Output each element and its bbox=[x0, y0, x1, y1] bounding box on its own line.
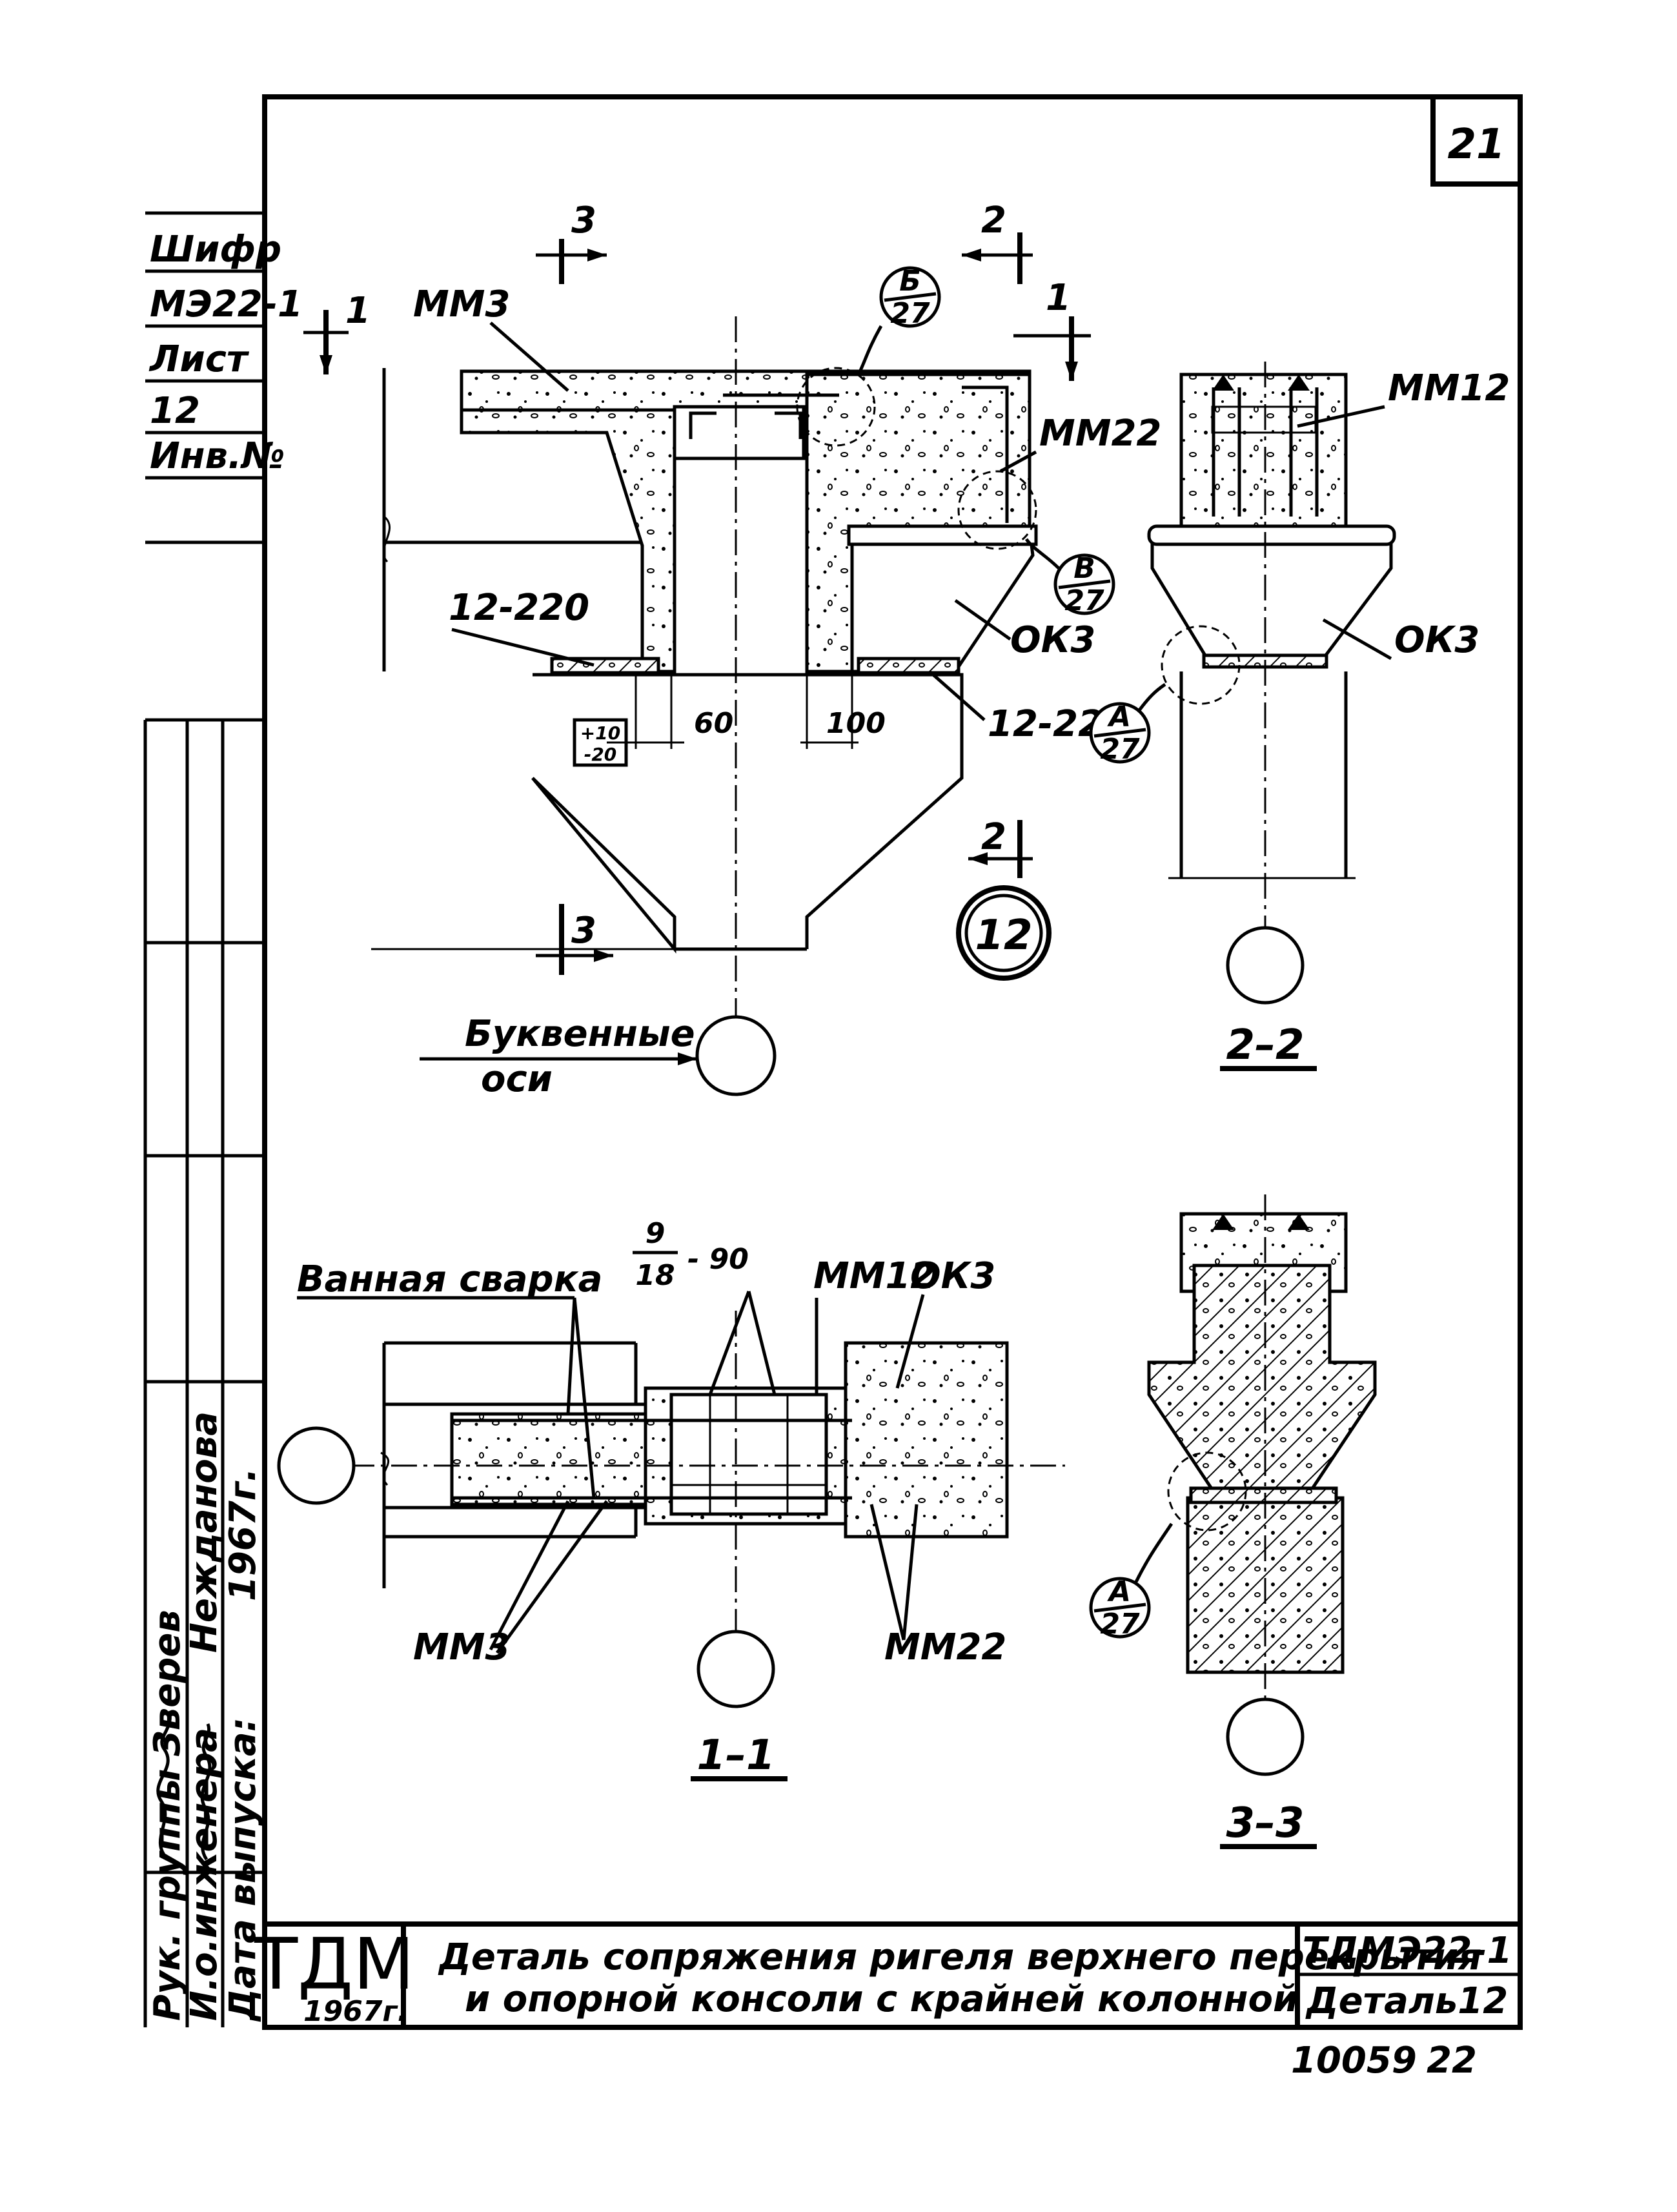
tol-plus: +10 bbox=[580, 722, 620, 744]
label-ok3-plan: ОК3 bbox=[1010, 619, 1095, 661]
drawing-code: ТДМЭ22-1 bbox=[1302, 1930, 1512, 1972]
row1-label: Рук. группы bbox=[147, 1769, 188, 2021]
axis-bubble-33 bbox=[1226, 1697, 1305, 1776]
section-2-2: ММ12 ОК3 А 27 2–2 bbox=[1089, 362, 1510, 1071]
label-mm22: ММ22 bbox=[1039, 413, 1161, 455]
svg-text:3: 3 bbox=[571, 200, 596, 241]
row1-name: Зверев bbox=[147, 1610, 188, 1757]
cut-1-left: 1 bbox=[303, 290, 371, 374]
dim-60: 60 bbox=[694, 707, 733, 740]
svg-text:27: 27 bbox=[1100, 733, 1140, 766]
section-3-3: А 27 3–3 bbox=[1089, 1194, 1377, 1849]
section-1-1: Ванная сварка 9 18 - 90 ММ12 ОК3 ММ3 ММ2… bbox=[277, 1217, 1065, 1781]
label-weld: Ванная сварка bbox=[297, 1258, 602, 1300]
label-ok3-22: ОК3 bbox=[1394, 619, 1479, 661]
plan-view: +10 -20 60 100 ММ3 ММ22 ОК3 12-220 12-22… bbox=[303, 200, 1161, 1100]
label-ok3-11: ОК3 bbox=[910, 1255, 995, 1297]
label-mm12-22: ММ12 bbox=[1388, 367, 1510, 409]
node-marker-12: 12 bbox=[956, 885, 1052, 981]
axis-bubble-11-bottom bbox=[696, 1630, 775, 1708]
stamp-logo: ТДМ bbox=[254, 1923, 414, 2005]
row3-label: Дата выпуска: bbox=[222, 1717, 264, 2022]
sheet-number-box bbox=[1430, 94, 1523, 187]
svg-text:27: 27 bbox=[1064, 584, 1104, 617]
row2-label: И.о.инженера bbox=[183, 1728, 225, 2021]
axis-bubble-11-left bbox=[277, 1426, 356, 1505]
frac-tail: - 90 bbox=[687, 1243, 749, 1276]
dim-100: 100 bbox=[826, 707, 886, 740]
svg-text:А: А bbox=[1107, 701, 1131, 733]
section-title-33: 3–3 bbox=[1226, 1799, 1304, 1847]
svg-text:2: 2 bbox=[981, 200, 1006, 241]
svg-text:12: 12 bbox=[975, 912, 1032, 959]
row2-name: Нежданова bbox=[183, 1411, 225, 1653]
cipher-value: МЭ22-1 bbox=[150, 283, 303, 325]
sheet-border bbox=[262, 94, 1523, 2030]
signature-1 bbox=[156, 1710, 172, 1861]
section-title-22: 2–2 bbox=[1226, 1021, 1304, 1069]
cut-3-bottom: 3 bbox=[536, 904, 613, 975]
frac-den: 18 bbox=[635, 1259, 675, 1292]
label-plate-top: 12-220 bbox=[449, 587, 589, 629]
cut-3-top: 3 bbox=[536, 200, 607, 284]
cut-1-right: 1 bbox=[1013, 277, 1091, 381]
drawing-title-1: Деталь сопряжения ригеля верхнего перекр… bbox=[438, 1936, 1481, 1978]
svg-text:2: 2 bbox=[981, 816, 1006, 858]
cut-2-top: 2 bbox=[962, 200, 1033, 284]
detail-number: Деталь12 bbox=[1305, 1980, 1508, 2022]
frac-num: 9 bbox=[645, 1217, 666, 1250]
axis-bubble-22 bbox=[1226, 926, 1305, 1005]
axis-note-2: оси bbox=[481, 1058, 553, 1100]
inventory-number: 10059 bbox=[1291, 2040, 1417, 2082]
label-mm3-11: ММ3 bbox=[413, 1626, 510, 1668]
row3-value: 1967г. bbox=[222, 1468, 264, 1601]
inv-label: Инв.№ bbox=[150, 435, 285, 477]
column-33 bbox=[1147, 1264, 1377, 1493]
label-mm3: ММ3 bbox=[413, 283, 510, 325]
svg-text:1: 1 bbox=[1046, 277, 1071, 319]
svg-text:В: В bbox=[1073, 552, 1095, 585]
signature-2 bbox=[200, 1723, 212, 1861]
axis-bubble-plan bbox=[695, 1015, 777, 1096]
console-ok3 bbox=[850, 527, 1035, 673]
svg-text:27: 27 bbox=[1100, 1608, 1140, 1641]
cipher-label: Шифр bbox=[150, 229, 281, 271]
callout-b27: Б 27 bbox=[796, 265, 941, 447]
page-number: 22 bbox=[1427, 2040, 1477, 2082]
label-mm12-11: ММ12 bbox=[813, 1255, 935, 1297]
svg-text:3: 3 bbox=[571, 910, 596, 952]
svg-text:27: 27 bbox=[890, 297, 930, 330]
sheet-label: Лист bbox=[148, 338, 250, 380]
sheet-number: 21 bbox=[1447, 121, 1505, 169]
svg-text:Б: Б bbox=[899, 265, 921, 298]
tol-minus: -20 bbox=[584, 744, 617, 765]
callout-v27: В 27 bbox=[957, 470, 1115, 617]
axis-note-1: Буквенные bbox=[465, 1013, 695, 1055]
side-stamp: Шифр МЭ22-1 Лист 12 Инв.№ Рук. группы И.… bbox=[143, 211, 303, 2027]
title-block: ТДМ 1967г. Деталь сопряжения ригеля верх… bbox=[254, 1921, 1520, 2082]
section-title-11: 1–1 bbox=[696, 1732, 775, 1779]
cut-2-bottom: 2 bbox=[968, 816, 1033, 878]
sheet-value: 12 bbox=[150, 390, 200, 432]
drawing-title-2: и опорной консоли с крайней колонной bbox=[465, 1978, 1298, 2020]
svg-text:1: 1 bbox=[345, 290, 371, 332]
stamp-year: 1967г. bbox=[303, 1995, 408, 2028]
svg-text:А: А bbox=[1107, 1575, 1131, 1608]
